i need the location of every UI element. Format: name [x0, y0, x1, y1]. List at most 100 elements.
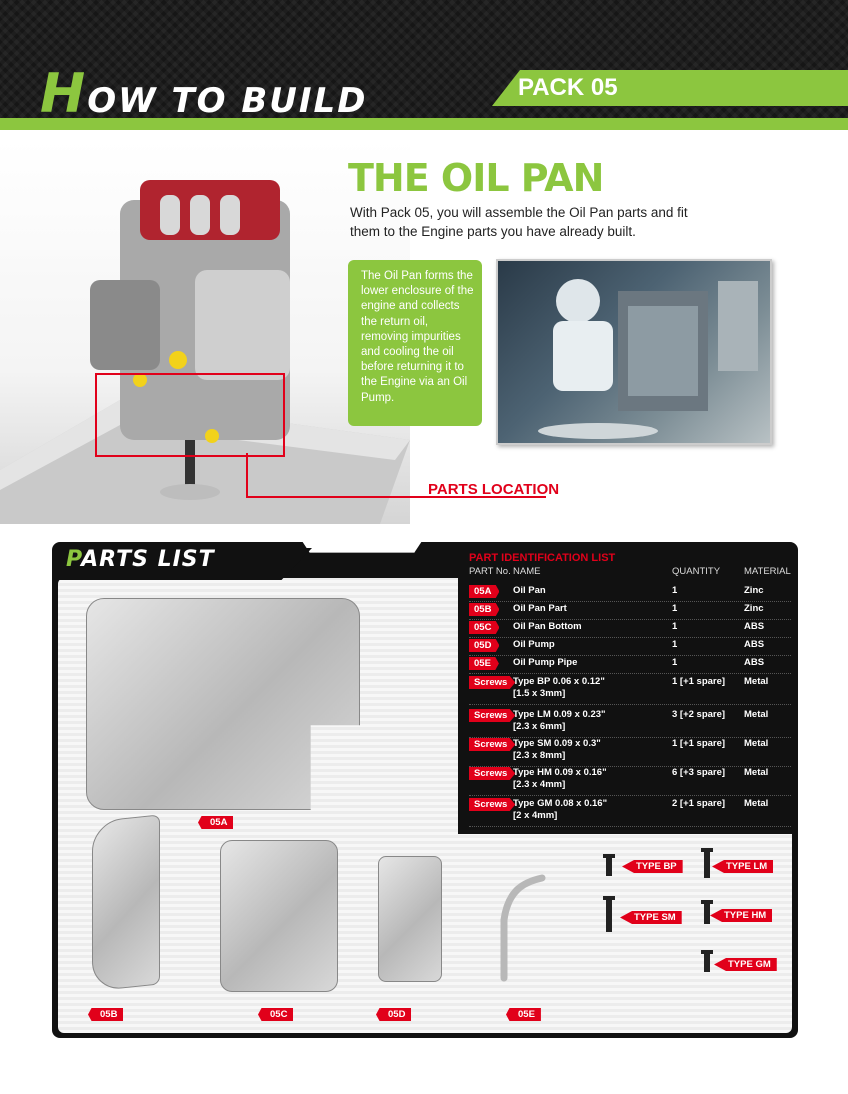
part-05b-oil-pan-part: [92, 814, 160, 992]
screw-gm-icon: [704, 952, 710, 972]
part-name: Oil Pan Bottom: [513, 621, 663, 633]
header-stripe: [0, 118, 848, 130]
label-type-gm: TYPE GM: [714, 958, 777, 971]
label-05a: 05A: [198, 816, 234, 829]
part-name: Oil Pump: [513, 639, 663, 651]
part-number-badge: 05C: [469, 621, 500, 634]
label-type-lm: TYPE LM: [712, 860, 774, 873]
label-05c: 05C: [258, 1008, 294, 1021]
part-name: Oil Pump Pipe: [513, 657, 663, 669]
label-05b: 05B: [88, 1008, 124, 1021]
column-header-material: MATERIAL: [744, 566, 791, 577]
engine-illustration: [0, 140, 410, 524]
part-number-badge: 05D: [469, 639, 500, 652]
panel-notch: [300, 538, 424, 553]
part-number-badge: Screws: [469, 798, 516, 811]
part-name-line: Type BP 0.06 x 0.12": [513, 676, 605, 687]
part-quantity: 3 [+2 spare]: [672, 709, 726, 720]
parts-list-heading-tab: [58, 548, 312, 580]
part-name-line: Oil Pan: [513, 585, 546, 596]
part-quantity: 2 [+1 spare]: [672, 798, 726, 809]
part-05e-oil-pump-pipe: [500, 874, 546, 982]
page-title: THE OIL PAN: [348, 156, 604, 200]
pack-label: PACK 05: [518, 74, 618, 101]
pack-badge: [492, 70, 848, 106]
parts-location-label: PARTS LOCATION: [428, 481, 560, 498]
table-title: PART IDENTIFICATION LIST: [469, 552, 616, 564]
engine-icon: [0, 180, 410, 524]
part-quantity: 1: [672, 585, 678, 596]
part-material: Zinc: [744, 603, 764, 614]
part-name-line: Type LM 0.09 x 0.23": [513, 709, 606, 720]
part-size-line: [2.3 x 6mm]: [513, 721, 566, 732]
header-title: HOW TO BUILD: [40, 62, 367, 125]
part-name: Type BP 0.06 x 0.12"[1.5 x 3mm]: [513, 676, 663, 700]
callout-box: [348, 260, 482, 426]
intro-text: With Pack 05, you will assemble the Oil …: [350, 205, 688, 239]
part-quantity: 1 [+1 spare]: [672, 738, 726, 749]
parts-list-heading: PARTS LIST: [66, 547, 215, 572]
part-quantity: 6 [+3 spare]: [672, 767, 726, 778]
header-title-initial: H: [40, 62, 88, 125]
part-name-line: Oil Pump: [513, 639, 555, 650]
part-number-badge: Screws: [469, 738, 516, 751]
part-number-badge: 05B: [469, 603, 500, 616]
part-05d-oil-pump: [378, 856, 442, 982]
label-type-bp: TYPE BP: [622, 860, 683, 873]
part-quantity: 1: [672, 603, 678, 614]
callout-text: The Oil Pan forms the lower enclosure of…: [361, 270, 474, 404]
table-row: 05B Oil Pan Part 1 Zinc: [469, 603, 791, 620]
part-05c-oil-pan-bottom: [220, 840, 338, 992]
part-size-line: [2 x 4mm]: [513, 810, 558, 821]
parts-location-leader-horizontal: [246, 496, 546, 498]
part-number-badge: Screws: [469, 709, 516, 722]
label-type-hm: TYPE HM: [710, 909, 773, 922]
part-name-line: Type GM 0.08 x 0.16": [513, 798, 608, 809]
part-material: Zinc: [744, 585, 764, 596]
screw-lm-icon: [704, 850, 710, 878]
part-name: Type SM 0.09 x 0.3"[2.3 x 8mm]: [513, 738, 663, 762]
part-name-line: Oil Pump Pipe: [513, 657, 578, 668]
screw-hm-head-icon: [701, 900, 713, 904]
part-name: Type LM 0.09 x 0.23"[2.3 x 6mm]: [513, 709, 663, 733]
part-name-line: Oil Pan Part: [513, 603, 567, 614]
screw-hm-icon: [704, 902, 710, 924]
part-name: Oil Pan Part: [513, 603, 663, 615]
part-material: Metal: [744, 676, 769, 687]
screw-bp-head-icon: [603, 854, 615, 858]
screw-lm-head-icon: [701, 848, 713, 852]
label-type-sm: TYPE SM: [620, 911, 682, 924]
screw-gm-head-icon: [701, 950, 713, 954]
part-quantity: 1 [+1 spare]: [672, 676, 726, 687]
part-name: Type HM 0.09 x 0.16"[2.3 x 4mm]: [513, 767, 663, 791]
part-number-badge: Screws: [469, 767, 516, 780]
part-name: Type GM 0.08 x 0.16"[2 x 4mm]: [513, 798, 663, 822]
parts-list-heading-initial: P: [66, 547, 82, 572]
part-size-line: [2.3 x 4mm]: [513, 779, 566, 790]
column-header-quantity: QUANTITY: [672, 566, 721, 577]
part-material: ABS: [744, 621, 765, 632]
screw-sm-icon: [606, 898, 612, 932]
part-name: Oil Pan: [513, 585, 663, 597]
part-material: ABS: [744, 639, 765, 650]
part-name-line: Oil Pan Bottom: [513, 621, 582, 632]
part-number-badge: Screws: [469, 676, 516, 689]
parts-location-highlight: [95, 373, 285, 457]
part-material: Metal: [744, 798, 769, 809]
factory-photo: [496, 259, 772, 445]
factory-photo-icon: [538, 279, 758, 439]
part-quantity: 1: [672, 639, 678, 650]
part-name-line: Type SM 0.09 x 0.3": [513, 738, 601, 749]
label-05e: 05E: [506, 1008, 541, 1021]
part-quantity: 1: [672, 621, 678, 632]
label-05d: 05D: [376, 1008, 412, 1021]
part-material: Metal: [744, 767, 769, 778]
part-number-badge: 05E: [469, 657, 499, 670]
